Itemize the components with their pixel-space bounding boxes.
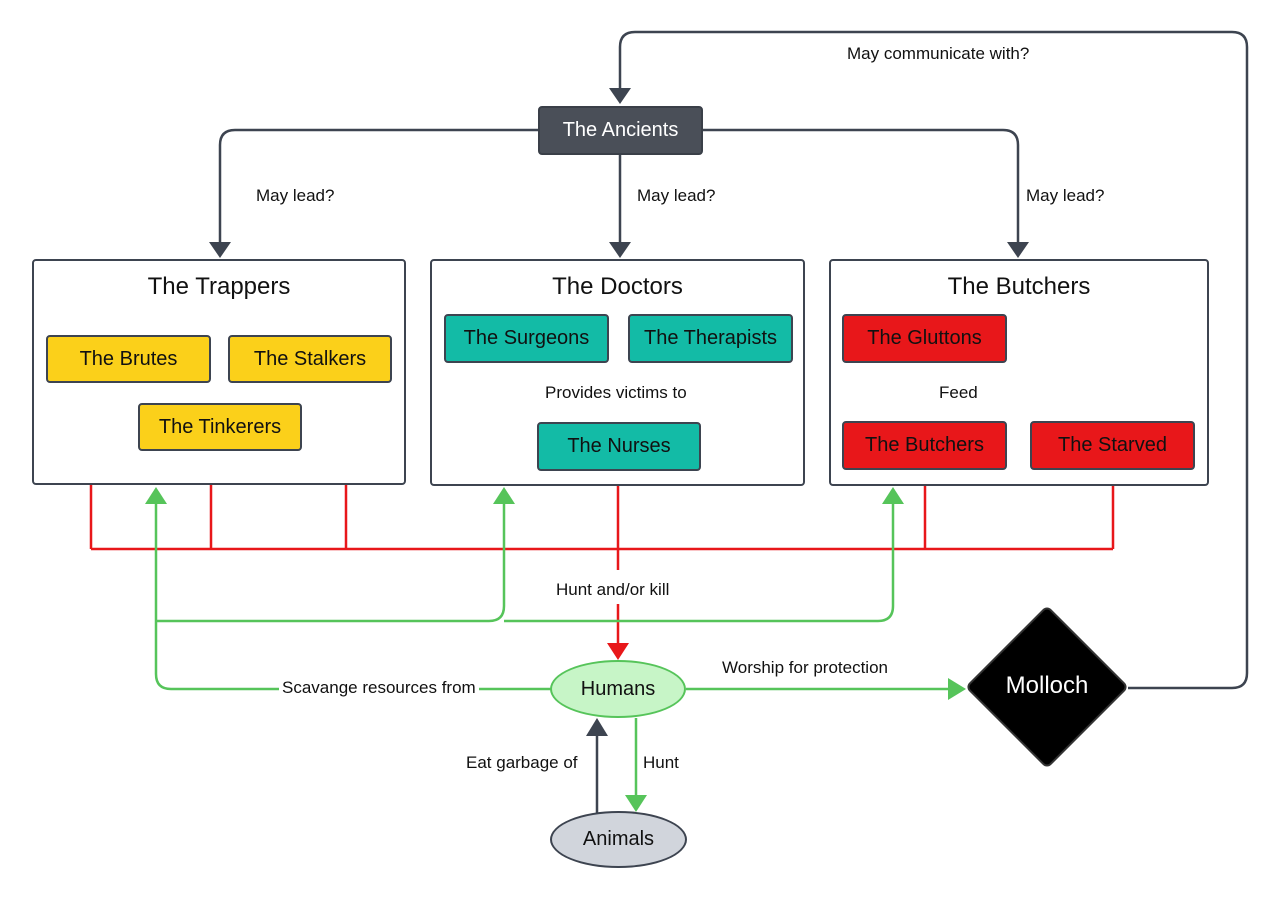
label-worship: Worship for protection	[722, 658, 888, 678]
label-scavenge: Scavange resources from	[279, 678, 479, 698]
node-gluttons-label: The Gluttons	[867, 327, 982, 349]
node-butchers-label: The Butchers	[865, 434, 984, 456]
green-connectors	[154, 502, 950, 797]
node-animals-label: Animals	[582, 828, 655, 850]
node-tinkerers[interactable]: The Tinkerers	[138, 403, 302, 451]
node-humans[interactable]: Humans	[550, 660, 686, 718]
label-may-lead-trappers: May lead?	[256, 186, 335, 206]
node-ancients-label: The Ancients	[562, 119, 679, 141]
edge-molloch-to-ancients	[618, 30, 1249, 690]
node-nurses[interactable]: The Nurses	[537, 422, 701, 471]
arrowhead-hunt-kill	[607, 643, 629, 660]
green-arrowheads	[145, 487, 966, 812]
node-brutes[interactable]: The Brutes	[46, 335, 211, 383]
group-butchers-title: The Butchers	[947, 273, 1091, 300]
node-gluttons[interactable]: The Gluttons	[842, 314, 1007, 363]
label-feed: Feed	[939, 383, 978, 403]
group-doctors-title: The Doctors	[552, 273, 683, 300]
node-surgeons-label: The Surgeons	[463, 327, 590, 349]
node-stalkers-label: The Stalkers	[253, 347, 367, 370]
label-may-lead-doctors: May lead?	[637, 186, 716, 206]
node-nurses-label: The Nurses	[567, 435, 671, 457]
node-butchers[interactable]: The Butchers	[842, 421, 1007, 470]
node-animals[interactable]: Animals	[550, 811, 687, 868]
group-trappers-title: The Trappers	[147, 273, 291, 300]
arrowhead-butchers	[1007, 242, 1029, 258]
arrowhead-humans	[586, 718, 608, 736]
label-provides-victims: Provides victims to	[545, 383, 687, 403]
node-therapists[interactable]: The Therapists	[628, 314, 793, 363]
edge-ancients-to-butchers	[702, 128, 1020, 244]
label-eat-garbage: Eat garbage of	[466, 753, 578, 773]
label-may-lead-butchers: May lead?	[1026, 186, 1105, 206]
node-ancients[interactable]: The Ancients	[538, 106, 703, 155]
node-starved[interactable]: The Starved	[1030, 421, 1195, 470]
label-may-communicate: May communicate with?	[847, 44, 1030, 64]
node-tinkerers-label: The Tinkerers	[158, 415, 282, 438]
node-humans-label: Humans	[580, 677, 656, 700]
label-hunt: Hunt	[643, 753, 679, 773]
edge-scavenge	[154, 502, 552, 691]
arrowhead-doctors	[609, 242, 631, 258]
arrowhead-trappers	[209, 242, 231, 258]
edge-ancients-to-trappers	[218, 128, 540, 244]
arrowhead-ancients	[609, 88, 631, 104]
node-therapists-label: The Therapists	[643, 327, 778, 349]
node-starved-label: The Starved	[1058, 434, 1167, 456]
node-surgeons[interactable]: The Surgeons	[444, 314, 609, 363]
node-stalkers[interactable]: The Stalkers	[228, 335, 392, 383]
node-brutes-label: The Brutes	[79, 347, 178, 370]
label-hunt-kill: Hunt and/or kill	[556, 580, 670, 600]
node-molloch-label: Molloch	[1005, 672, 1089, 699]
